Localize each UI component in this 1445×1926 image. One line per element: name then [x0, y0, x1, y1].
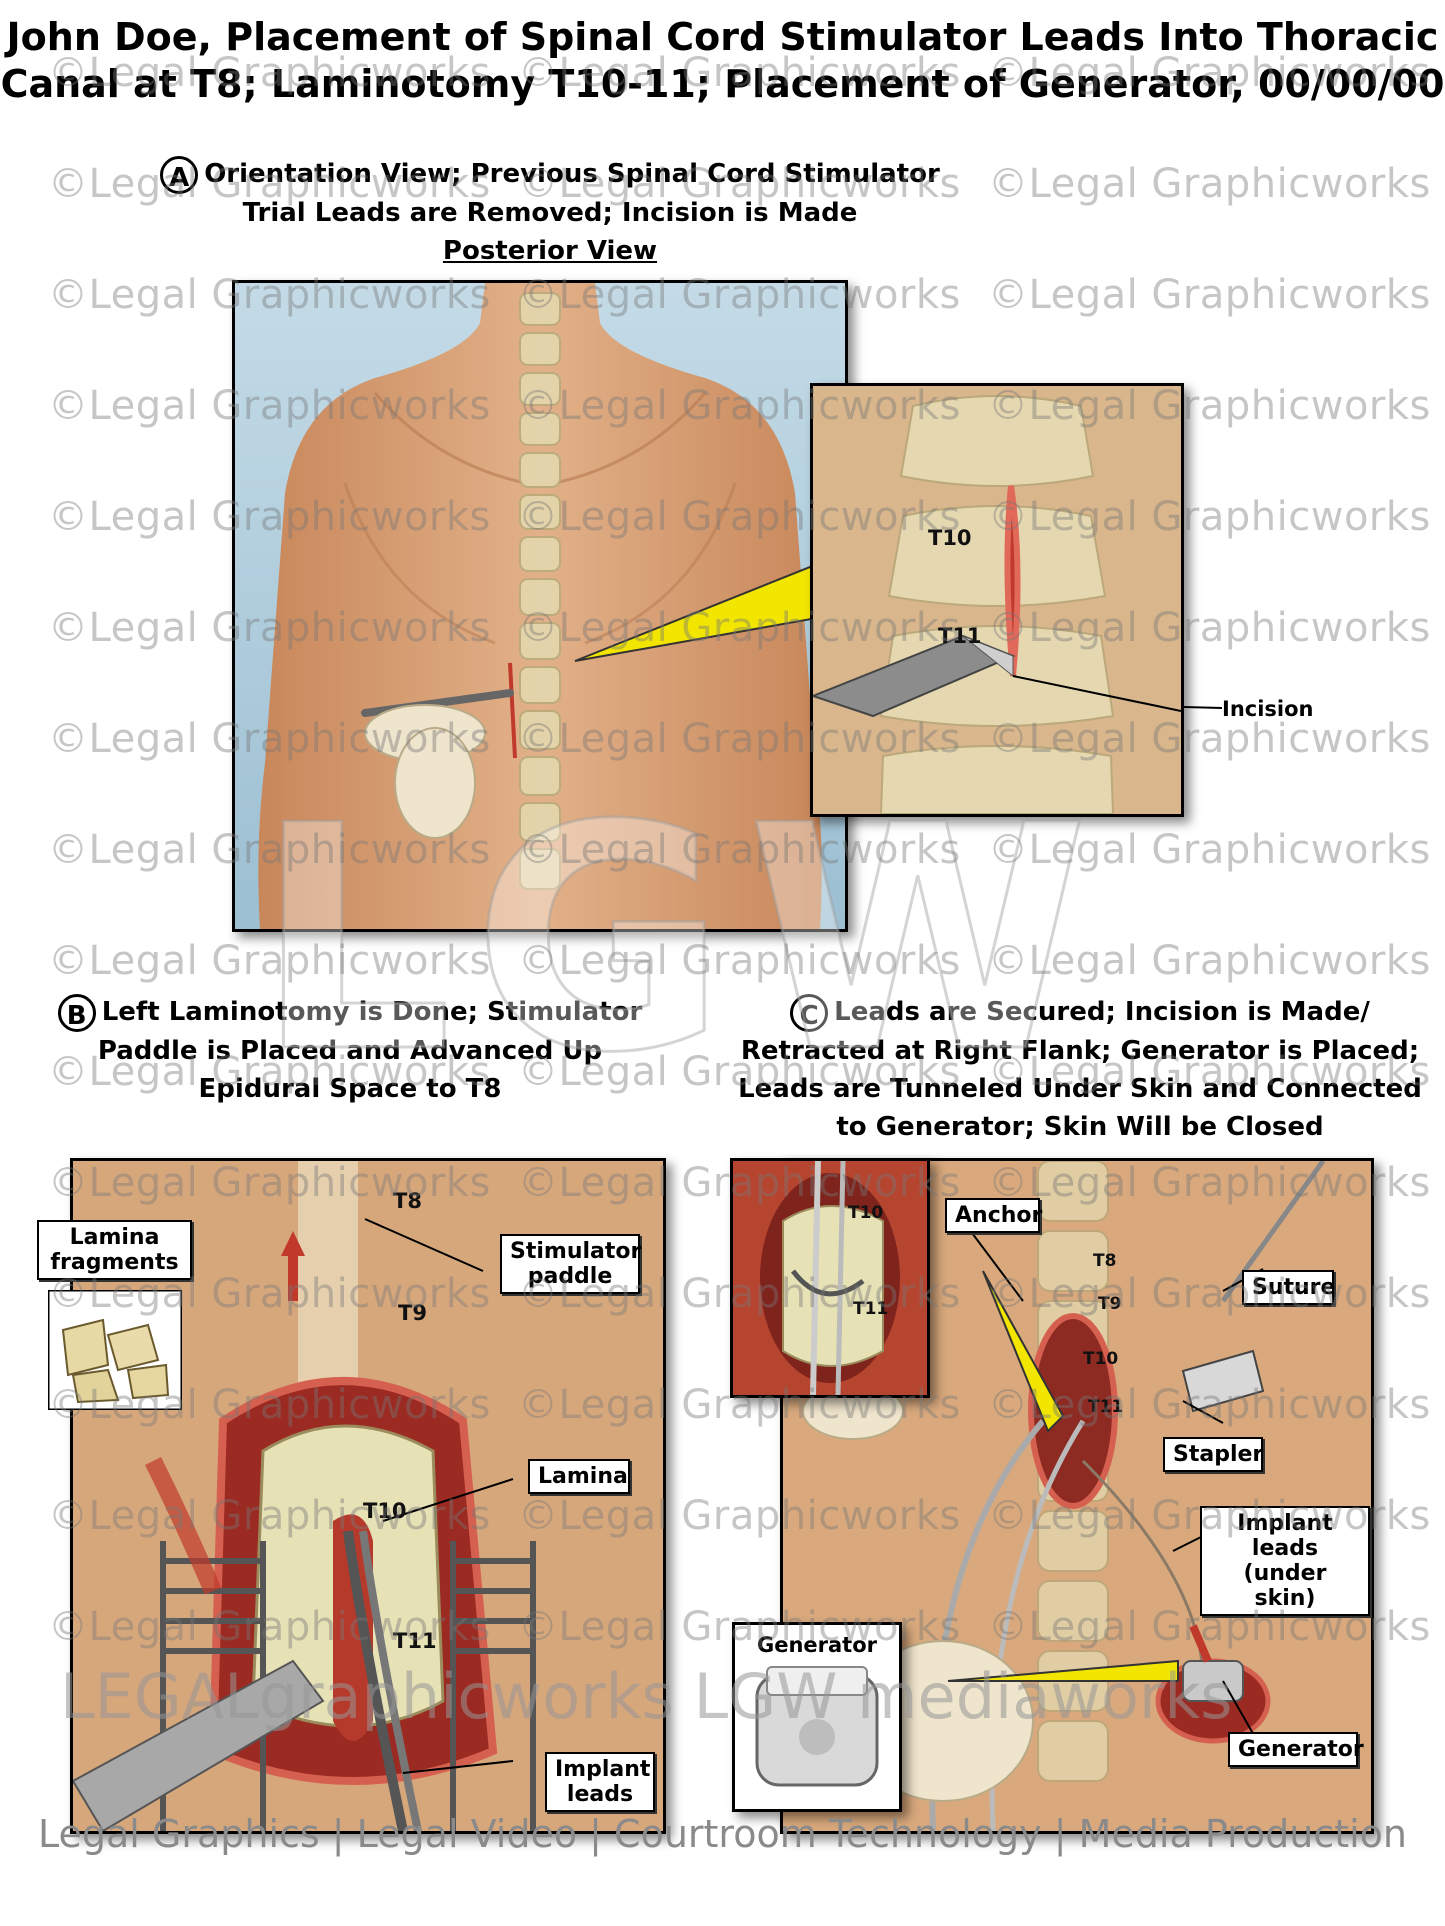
title-line-1: John Doe, Placement of Spinal Cord Stimu… [6, 15, 1439, 59]
laminotomy-window [333, 1514, 373, 1741]
panel-b-t9-label: T9 [398, 1301, 427, 1325]
inset-c-t10-label: T10 [848, 1203, 884, 1223]
page-title: John Doe, Placement of Spinal Cord Stimu… [0, 14, 1445, 108]
inset-incision [1004, 485, 1021, 677]
panel-b-heading-line-2: Paddle is Placed and Advanced Up [97, 1035, 603, 1066]
inset-a-t11-label: T11 [938, 624, 982, 648]
callout-incision: Incision [1222, 697, 1314, 721]
surgical-instrument [73, 1659, 325, 1831]
watermark-text: ©Legal Graphicworks [988, 827, 1431, 873]
stapler-tool [1181, 1349, 1265, 1413]
tunneled-lead [1081, 1459, 1205, 1682]
footer-tagline: Legal Graphics | Legal Video | Courtroom… [37, 1812, 1408, 1856]
implant-lead-1 [343, 1530, 408, 1831]
panel-c-heading-line-1: Leads are Secured; Incision is Made/ [834, 997, 1370, 1027]
panel-b-heading-line-3: Epidural Space to T8 [198, 1073, 502, 1104]
inset-a-t10-label: T10 [928, 526, 972, 550]
inset-scalpel [813, 634, 1016, 718]
inset-c-t11-label: T11 [853, 1299, 889, 1319]
panel-c-t11-label: T11 [1088, 1397, 1124, 1417]
panel-b-letter: B [57, 993, 96, 1032]
watermark-text: ©Legal Graphicworks [988, 161, 1431, 207]
incision-mark [508, 662, 517, 759]
generator-closeup-box: Generator [732, 1622, 902, 1812]
callout-suture: Suture [1242, 1270, 1335, 1305]
panel-a-inset: T10 T11 [810, 383, 1184, 817]
panel-b-heading-line-1: Left Laminotomy is Done; Stimulator [101, 997, 643, 1027]
panel-b-laminotomy-illustration: T8 T9 T10 T11 [70, 1158, 666, 1834]
watermark-text: ©Legal Graphicworks [48, 938, 491, 984]
panel-a-heading-line-1: Orientation View; Previous Spinal Cord S… [204, 159, 940, 189]
laminotomy-svg [73, 1161, 663, 1831]
spine-vertebrae [519, 292, 561, 890]
callout-generator-box: Generator [756, 1633, 878, 1657]
suture-needle [1220, 1161, 1326, 1303]
callout-implant-leads: Implant leads [545, 1752, 655, 1812]
watermark-text: ©Legal Graphicworks [988, 272, 1431, 318]
callout-implant-leads-under-skin: Implant leads (under skin) [1200, 1506, 1370, 1616]
panel-c-heading-line-3: Leads are Tunneled Under Skin and Connec… [738, 1073, 1422, 1104]
generator-pointer [947, 1659, 1179, 1682]
panel-a-heading-line-2: Trial Leads are Removed; Incision is Mad… [242, 197, 858, 228]
right-retractor [450, 1541, 536, 1831]
posterior-view-label: Posterior View [442, 235, 658, 266]
lamina-fragments-image [48, 1290, 182, 1410]
callout-stimulator-paddle: Stimulator paddle [500, 1234, 641, 1294]
panel-a-back-illustration [232, 280, 848, 932]
panel-c-t10-label: T10 [1083, 1349, 1119, 1369]
panel-c-letter: C [790, 993, 829, 1032]
inset-svg [813, 386, 1181, 814]
panel-b-t11-label: T11 [393, 1629, 437, 1653]
panel-b-t10-label: T10 [363, 1499, 407, 1523]
generator-arrow [1189, 1624, 1212, 1663]
panel-c-t9-label: T9 [1098, 1294, 1122, 1314]
inset-pointer [982, 1270, 1065, 1433]
callout-stapler: Stapler [1163, 1437, 1263, 1472]
watermark-text: ©Legal Graphicworks [988, 938, 1431, 984]
callout-lamina: Lamina [528, 1459, 630, 1494]
callout-anchor: Anchor [945, 1198, 1042, 1233]
incision-leader [1184, 706, 1223, 709]
scalpel-hand [361, 689, 514, 839]
zoom-pointer [574, 551, 845, 662]
back-svg [235, 283, 845, 929]
panel-a-letter: A [160, 155, 199, 194]
panel-c-heading-line-2: Retracted at Right Flank; Generator is P… [740, 1035, 1420, 1066]
watermark-text: ©Legal Graphicworks [518, 938, 961, 984]
midline-incision [1028, 1313, 1118, 1509]
generator-device-icon [755, 1666, 879, 1787]
implant-lead-2 [359, 1530, 422, 1831]
panel-c-anchor-inset: T10 T11 [730, 1158, 930, 1398]
panel-c-heading-line-4: to Generator; Skin Will be Closed [836, 1111, 1324, 1142]
removal-arrow [144, 1456, 222, 1595]
title-line-2: Canal at T8; Laminotomy T10-11; Placemen… [0, 62, 1445, 106]
callout-generator: Generator [1228, 1732, 1364, 1767]
panel-c-t8-label: T8 [1093, 1251, 1117, 1271]
callout-lamina-fragments: Lamina fragments [37, 1220, 192, 1280]
implanted-generator [1182, 1660, 1244, 1702]
panel-b-t8-label: T8 [393, 1189, 422, 1213]
